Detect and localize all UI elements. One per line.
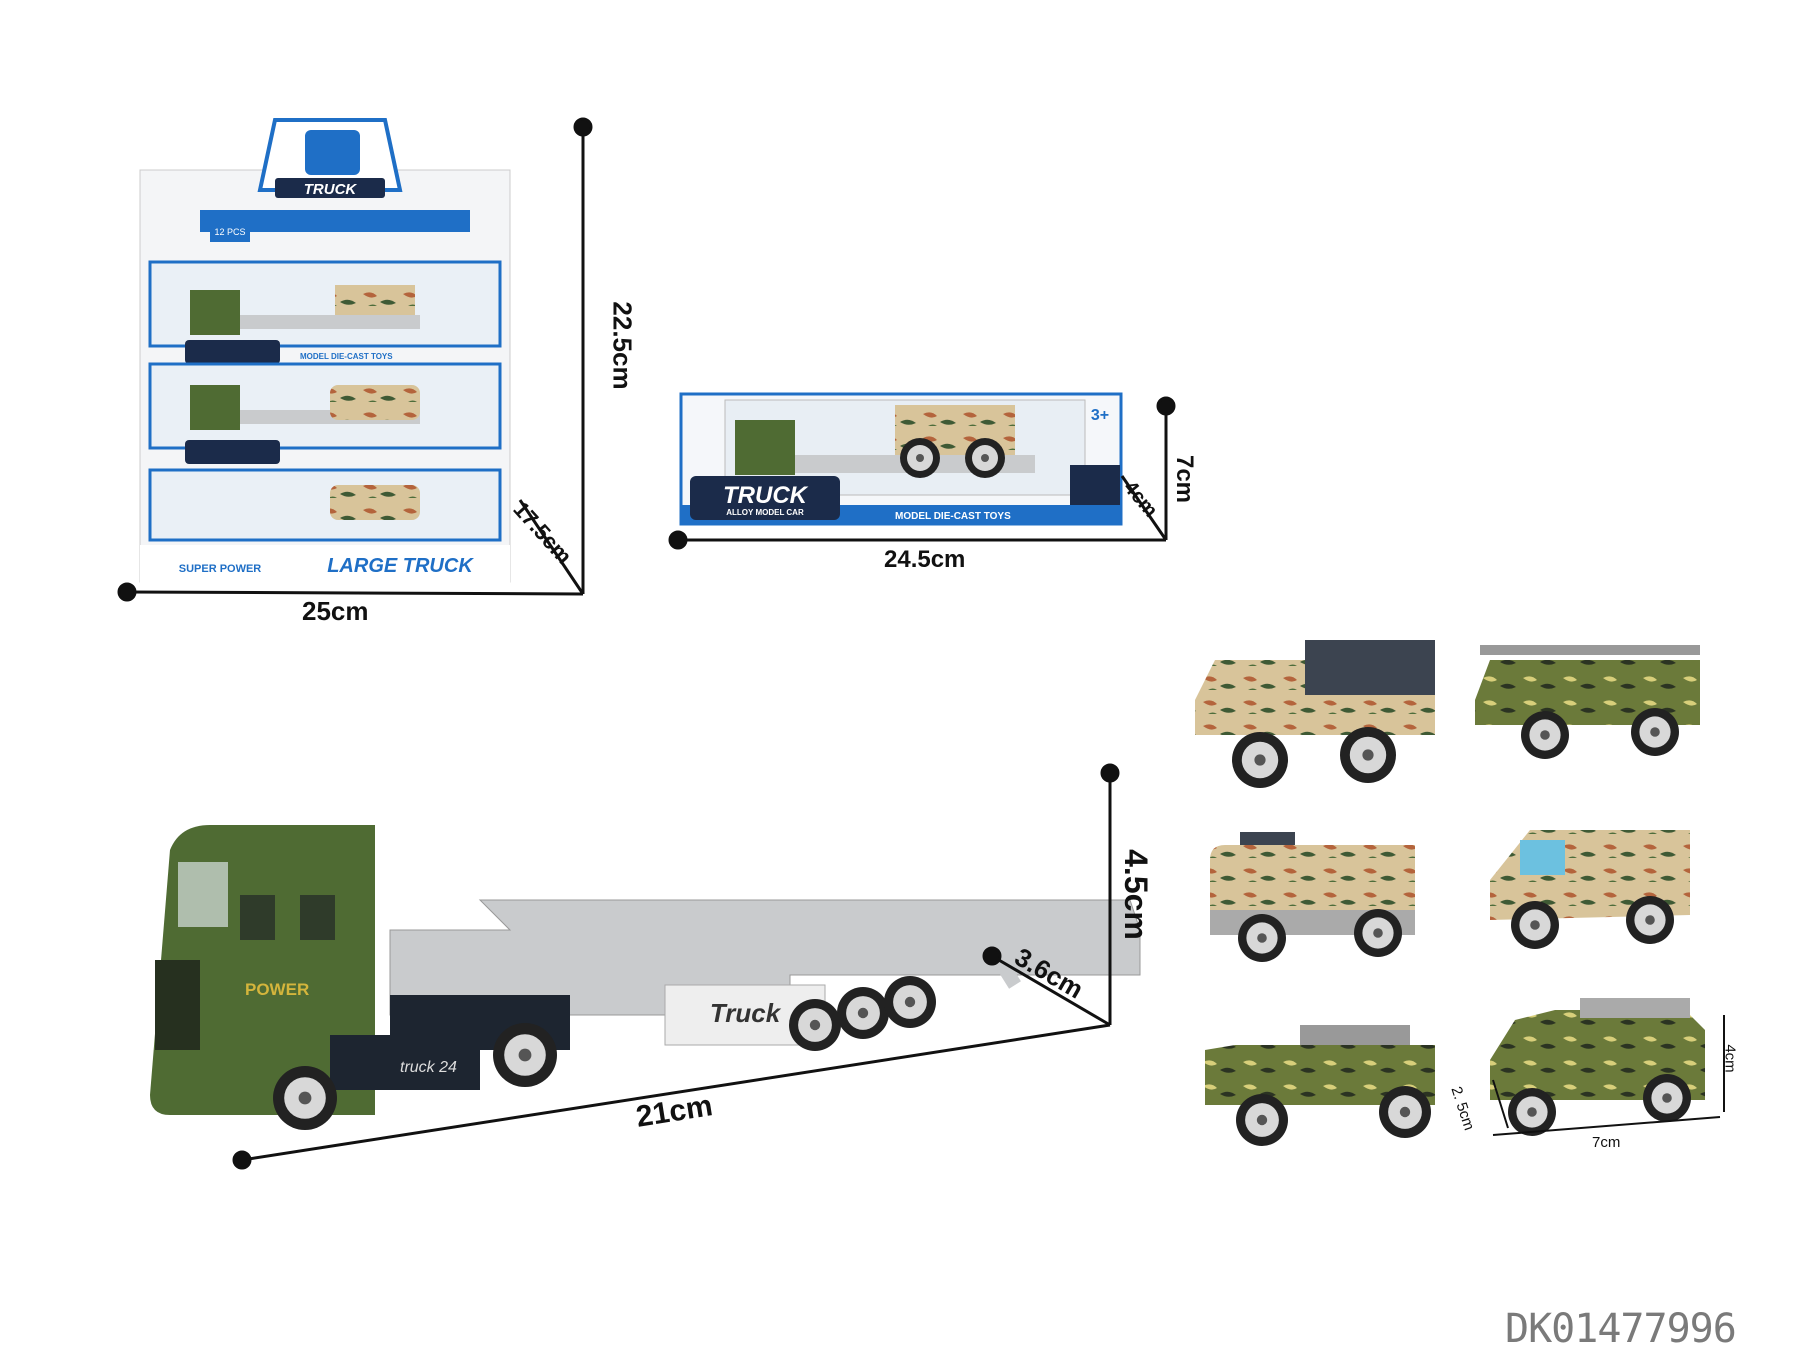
vehicle-armored-pickup xyxy=(1195,640,1435,788)
display-box-dimension-lines xyxy=(117,117,593,602)
vehicle-height-label: 4cm xyxy=(1721,1044,1739,1073)
single-package-dimension-lines xyxy=(668,396,1176,550)
vehicle-ladder-truck xyxy=(1475,645,1700,759)
age-badge: 3+ xyxy=(1091,407,1109,424)
large-truck-text: LARGE TRUCK xyxy=(327,555,474,577)
vehicle-length-label: 7cm xyxy=(1592,1134,1621,1151)
truck-height-label: 4.5cm xyxy=(1117,849,1154,940)
package-brand-title: TRUCK xyxy=(723,482,809,509)
display-row-tagline: MODEL DIE-CAST TOYS xyxy=(300,352,393,361)
single-package: MODEL DIE-CAST TOYS TRUCK ALLOY MODEL CA… xyxy=(679,392,1123,526)
package-tagline: MODEL DIE-CAST TOYS xyxy=(895,511,1011,522)
truck-dimension-lines xyxy=(232,763,1120,1170)
toy-truck: Truck POWER truck 24 xyxy=(150,825,1141,1130)
pcs-badge: 12 PCS xyxy=(214,227,245,237)
display-box-logo-text: TRUCK xyxy=(304,181,358,198)
small-vehicle-dimension-arrows xyxy=(1492,1015,1725,1136)
vehicle-armored-swat xyxy=(1490,998,1705,1136)
vehicle-humvee xyxy=(1205,1025,1435,1146)
watermark: DK01477996 xyxy=(1505,1306,1737,1350)
package-width-label: 24.5cm xyxy=(884,546,966,573)
super-power-text: SUPER POWER xyxy=(179,563,262,575)
trailer-print: Truck xyxy=(710,998,782,1028)
vehicle-armored-transport xyxy=(1210,832,1415,962)
display-box-width-label: 25cm xyxy=(302,596,369,626)
vehicle-van xyxy=(1490,830,1690,949)
cab-print: POWER xyxy=(245,980,309,999)
display-box-height-label: 22.5cm xyxy=(607,301,638,390)
display-box: TRUCK 12 PCS MODEL DIE-CAST TOYS SUPER P… xyxy=(139,118,511,583)
package-subtitle: ALLOY MODEL CAR xyxy=(726,508,804,517)
package-height-label: 7cm xyxy=(1171,454,1199,504)
truck-number: truck 24 xyxy=(400,1059,457,1076)
